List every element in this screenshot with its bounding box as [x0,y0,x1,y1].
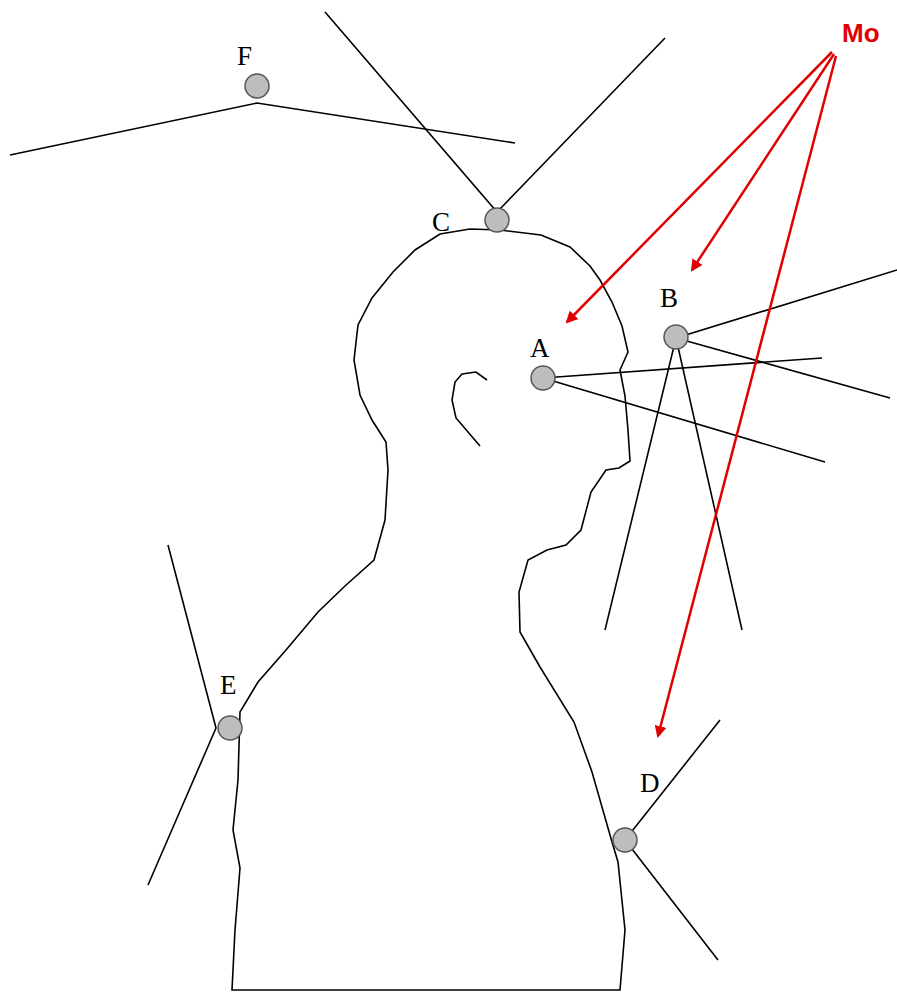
camera-dots [218,74,688,852]
red-arrows [567,52,836,736]
body-silhouette [232,229,630,990]
callout-text: Mo [842,20,880,46]
camera-letter: F [237,43,252,70]
camera-letter: D [640,770,660,797]
camera-letter: E [220,672,237,699]
camera-letter: A [530,335,550,362]
view-lines [10,12,897,960]
camera-letter: C [432,209,450,236]
camera-letter: B [660,285,678,312]
ear [452,372,487,446]
